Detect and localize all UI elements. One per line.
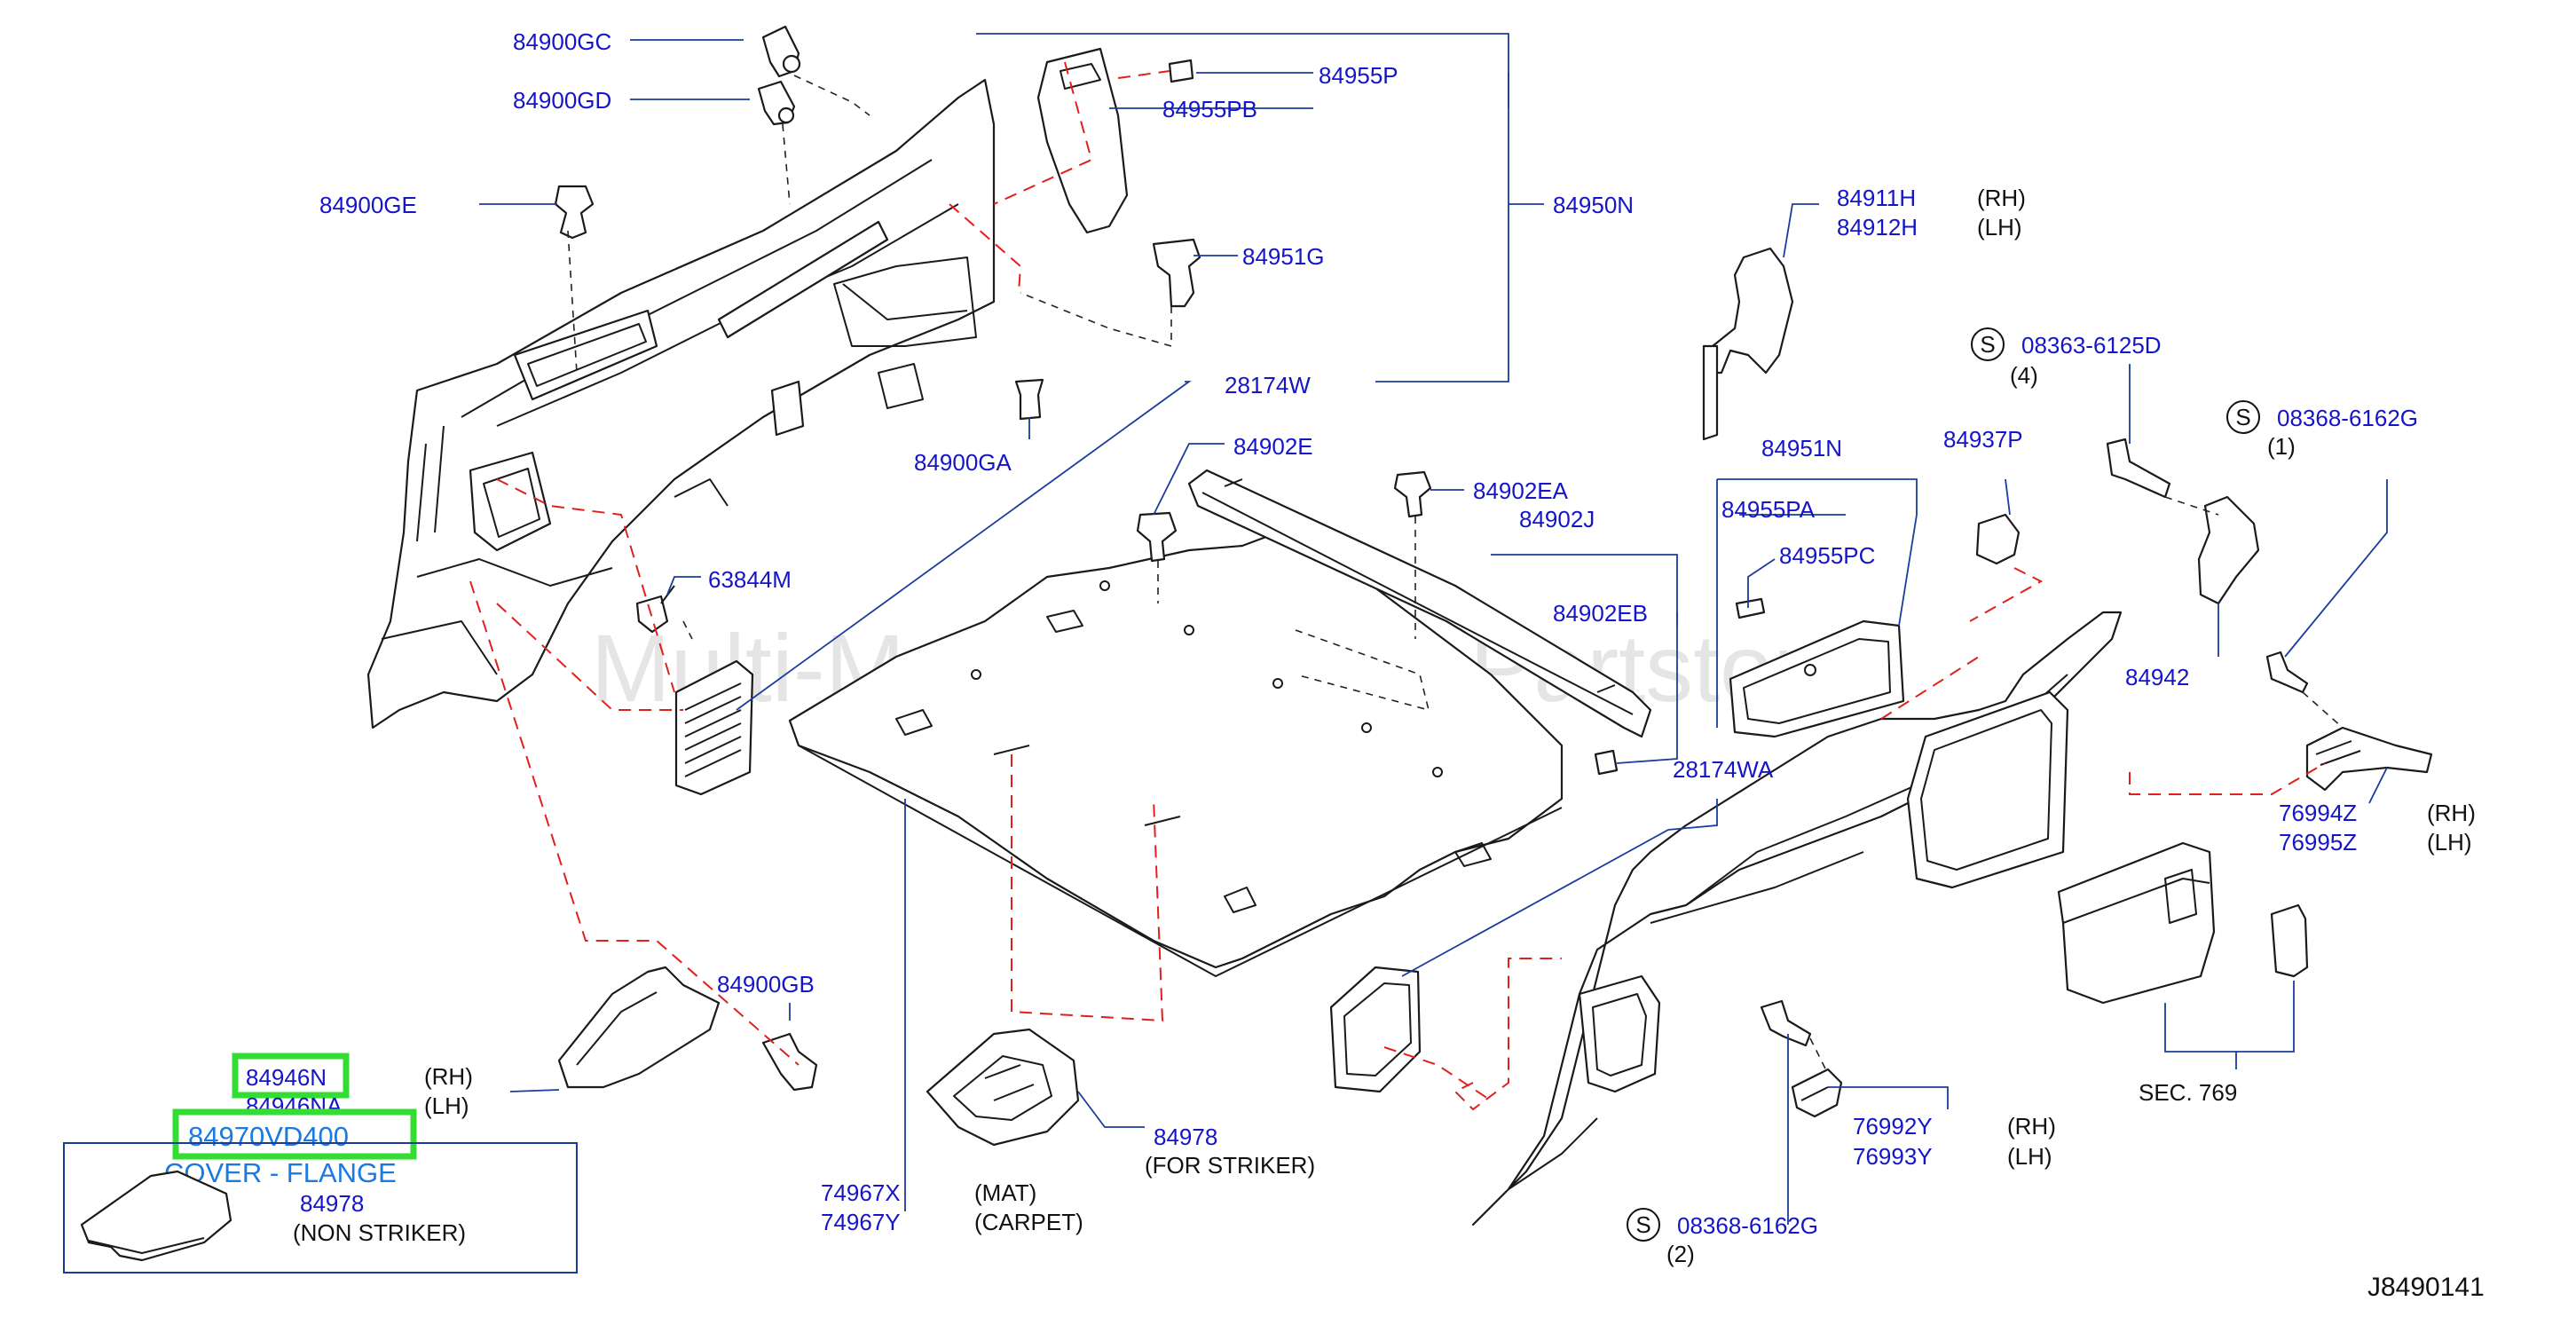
note-qty-1: (1) bbox=[2267, 433, 2296, 460]
clip-84902e bbox=[1136, 511, 1178, 563]
vent-grille-28174wa bbox=[1329, 966, 1422, 1093]
label-84955pb[interactable]: 84955PB bbox=[1162, 96, 1257, 122]
note-non-striker: (NON STRIKER) bbox=[293, 1219, 466, 1246]
label-28174w[interactable]: 28174W bbox=[1225, 372, 1311, 398]
garnish-84946n bbox=[557, 966, 721, 1089]
label-84900ge[interactable]: 84900GE bbox=[319, 192, 417, 218]
clip-84900ge bbox=[554, 185, 595, 240]
label-84955p[interactable]: 84955P bbox=[1319, 62, 1398, 89]
s-symbol-08368-top: S bbox=[2226, 400, 2260, 434]
label-08368-6162g-top[interactable]: 08368-6162G bbox=[2277, 405, 2418, 431]
label-28174wa[interactable]: 28174WA bbox=[1673, 756, 1774, 783]
flange-cover-part bbox=[80, 1170, 232, 1262]
label-84900gd[interactable]: 84900GD bbox=[513, 87, 611, 114]
label-84978-non-striker[interactable]: 84978 bbox=[300, 1190, 364, 1217]
clip-84951g bbox=[1152, 238, 1201, 308]
hook-76992y bbox=[1791, 1068, 1843, 1118]
bracket-84911h bbox=[1702, 247, 1794, 441]
note-rh-76992y: (RH) bbox=[2007, 1113, 2056, 1140]
label-63844m[interactable]: 63844M bbox=[708, 566, 792, 593]
note-lh-84912h: (LH) bbox=[1977, 214, 2022, 241]
svg-text:S: S bbox=[1980, 331, 1995, 358]
note-lh-76993y: (LH) bbox=[2007, 1143, 2052, 1170]
label-84902ea[interactable]: 84902EA bbox=[1473, 477, 1569, 504]
note-mat: (MAT) bbox=[974, 1179, 1036, 1206]
label-sec-769[interactable]: SEC. 769 bbox=[2139, 1079, 2237, 1106]
reference-leader-lines bbox=[479, 33, 2388, 1225]
svg-text:S: S bbox=[2235, 404, 2250, 430]
red-dashed-guides bbox=[469, 61, 2326, 1111]
label-84937p[interactable]: 84937P bbox=[1943, 426, 2023, 453]
clip-84955pa bbox=[1735, 597, 1766, 619]
trim-piece-84955pb bbox=[1036, 47, 1129, 234]
note-rh-76994z: (RH) bbox=[2427, 800, 2476, 826]
label-84951g[interactable]: 84951G bbox=[1242, 243, 1325, 270]
bracket-84942 bbox=[2197, 495, 2260, 605]
note-rh-84946n: (RH) bbox=[424, 1063, 473, 1090]
label-76993y[interactable]: 76993Y bbox=[1853, 1143, 1933, 1170]
note-lh-76995z: (LH) bbox=[2427, 829, 2472, 856]
hinge-76994z bbox=[2305, 726, 2433, 792]
label-76994z[interactable]: 76994Z bbox=[2279, 800, 2357, 826]
diagram-id: J8490141 bbox=[2367, 1273, 2485, 1302]
note-lh-84946na: (LH) bbox=[424, 1092, 469, 1119]
trim-84955pc bbox=[1729, 619, 1905, 738]
note-rh-84911h: (RH) bbox=[1977, 185, 2026, 211]
highlight-box-84970vd400 bbox=[172, 1108, 417, 1160]
left-quarter-trim-panel bbox=[366, 78, 996, 729]
label-84902j[interactable]: 84902J bbox=[1519, 506, 1595, 532]
label-84911h[interactable]: 84911H bbox=[1837, 185, 1916, 211]
label-84978-striker[interactable]: 84978 bbox=[1154, 1124, 1217, 1150]
right-quarter-trim-panel bbox=[1471, 611, 2123, 1226]
label-84942[interactable]: 84942 bbox=[2125, 664, 2189, 690]
clip-84902eb bbox=[1594, 749, 1619, 776]
clip-84955p bbox=[1168, 59, 1194, 83]
clip-84900ga bbox=[1014, 378, 1044, 421]
label-84955pc[interactable]: 84955PC bbox=[1779, 542, 1875, 569]
floor-rail-84902j bbox=[1187, 469, 1652, 738]
clip-84937p bbox=[1975, 513, 2021, 565]
non-striker-inset-box bbox=[63, 1142, 578, 1274]
striker-plate-84978 bbox=[926, 1028, 1080, 1147]
label-84900gb[interactable]: 84900GB bbox=[717, 971, 815, 998]
storage-box-sec769 bbox=[2057, 841, 2309, 1005]
label-84902e[interactable]: 84902E bbox=[1233, 433, 1313, 460]
black-dashed-guides bbox=[567, 75, 2344, 1075]
clip-84900gb bbox=[761, 1032, 818, 1092]
label-84951n[interactable]: 84951N bbox=[1761, 435, 1842, 461]
s-symbol-08363: S bbox=[1971, 327, 2005, 361]
cargo-floor-mat bbox=[788, 531, 1564, 977]
label-84955pa[interactable]: 84955PA bbox=[1721, 496, 1816, 523]
note-carpet: (CARPET) bbox=[974, 1209, 1083, 1235]
note-for-striker: (FOR STRIKER) bbox=[1145, 1152, 1315, 1179]
svg-text:S: S bbox=[1635, 1211, 1650, 1238]
vent-grille-28174w bbox=[674, 659, 754, 796]
clip-84902ea bbox=[1393, 470, 1432, 518]
label-84950n[interactable]: 84950N bbox=[1553, 192, 1634, 218]
label-74967x[interactable]: 74967X bbox=[821, 1179, 901, 1206]
label-84902eb[interactable]: 84902EB bbox=[1553, 600, 1648, 627]
s-symbol-08368-bottom: S bbox=[1627, 1208, 1660, 1242]
label-84946n[interactable]: 84946N bbox=[246, 1064, 327, 1091]
note-qty-2: (2) bbox=[1666, 1241, 1695, 1267]
label-84970vd400[interactable]: 84970VD400 bbox=[188, 1121, 349, 1152]
label-84912h[interactable]: 84912H bbox=[1837, 214, 1918, 241]
label-74967y[interactable]: 74967Y bbox=[821, 1209, 901, 1235]
label-76995z[interactable]: 76995Z bbox=[2279, 829, 2357, 856]
label-84900gc[interactable]: 84900GC bbox=[513, 28, 611, 55]
label-76992y[interactable]: 76992Y bbox=[1853, 1113, 1933, 1140]
bolt-08368-6162g-top bbox=[2265, 651, 2309, 694]
clip-84900gd bbox=[757, 80, 796, 126]
note-qty-4: (4) bbox=[2010, 362, 2038, 389]
bolt-08368-6162g-bottom bbox=[1760, 999, 1812, 1047]
clip-84900gc bbox=[761, 25, 801, 78]
label-84900ga[interactable]: 84900GA bbox=[914, 449, 1012, 476]
label-08363-6125d[interactable]: 08363-6125D bbox=[2021, 332, 2162, 359]
label-08368-6162g-bottom[interactable]: 08368-6162G bbox=[1677, 1212, 1818, 1239]
highlight-box-84946n bbox=[232, 1053, 350, 1099]
bolt-08363-6125d bbox=[2106, 438, 2171, 499]
